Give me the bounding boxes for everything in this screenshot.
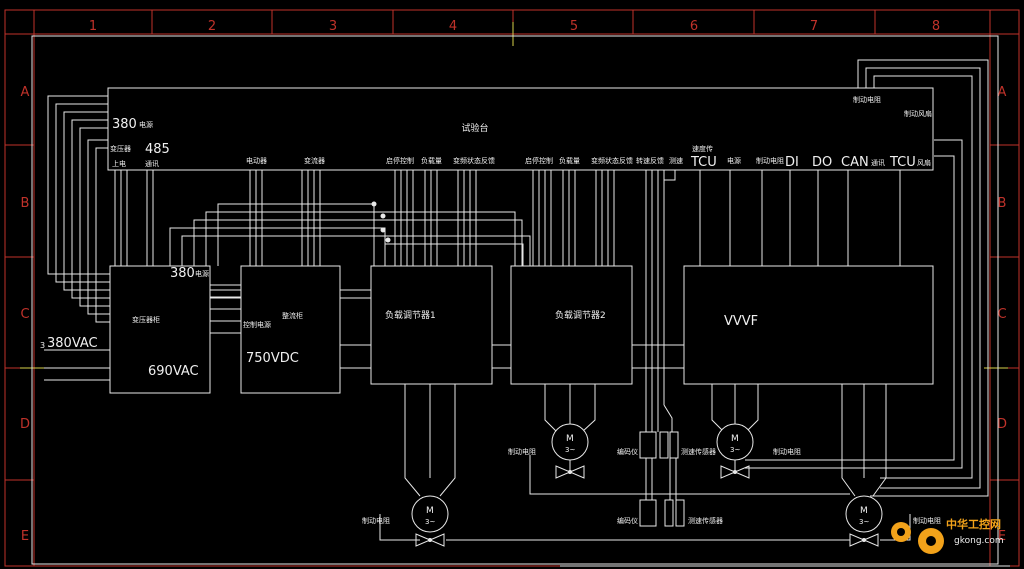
rectifier-title: 整流柜 [282, 311, 303, 320]
col-label: 6 [690, 19, 698, 34]
row-label: C [997, 307, 1006, 322]
motor-symbol: M [731, 434, 739, 444]
motor-3: M 3~ [411, 495, 449, 547]
transformer-title: 变压器柜 [132, 315, 160, 324]
row-label: A [21, 85, 30, 100]
power-380-suffix: 电源 [195, 269, 209, 278]
row-label: E [21, 529, 29, 544]
motor-2: M 3~ [716, 423, 754, 479]
input-voltage-label: 380VAC [47, 336, 98, 351]
load-regulator-1-title: 负载调节器1 [385, 309, 436, 321]
vvvf-unit: VVVF [683, 265, 934, 385]
label-load-2: 负载量 [559, 156, 580, 165]
motor-phase: 3~ [425, 518, 435, 526]
label-measure: 测速 [669, 157, 683, 165]
gear-icon [891, 522, 944, 554]
label-speed-sensor: 速度传 [692, 144, 713, 153]
test-bench: 试验台 380 电源 485 变压器 上电 通讯 电动器 变流器 启停控制 负载… [107, 87, 934, 171]
row-label: A [998, 85, 1007, 100]
label-380-suffix: 电源 [139, 120, 153, 129]
col-label: 7 [810, 19, 818, 34]
label-load-1: 负载量 [421, 156, 442, 165]
rectifier-cabinet: 整流柜 控制电源 750VDC [240, 265, 341, 394]
row-label: E [998, 529, 1006, 544]
row-label: B [21, 196, 30, 211]
label-tcu-1: TCU [690, 155, 717, 170]
transformer-cabinet: 变压器柜 690VAC [109, 265, 211, 394]
motor-1: M 3~ [551, 423, 589, 479]
row-label: D [997, 417, 1007, 432]
inner-border [31, 35, 999, 565]
row-label: C [20, 307, 29, 322]
rectifier-control-power: 控制电源 [243, 320, 271, 329]
label-transformer-small: 变压器 [110, 144, 131, 153]
brake-res-right: 制动电阻 [773, 447, 801, 456]
transformer-output-voltage: 690VAC [148, 364, 199, 379]
encoder-2: 编码仪 [617, 516, 638, 525]
label-tcu-2: TCU [889, 155, 916, 170]
motor-phase: 3~ [565, 446, 575, 454]
encoder-1: 编码仪 [617, 447, 638, 456]
label-brake-fan: 制动风扇 [904, 109, 932, 118]
label-tcu-2-suffix: 风扇 [917, 158, 931, 167]
motor-phase: 3~ [730, 446, 740, 454]
col-label: 4 [449, 19, 457, 34]
label-start-ctrl-1: 启停控制 [386, 156, 414, 165]
bottom-labels: 制动电阻 编码仪 测速传感器 制动电阻 制动电阻 编码仪 测速传感器 制动电阻 [362, 447, 941, 525]
power-380-label: 380 [170, 266, 195, 281]
drawing-frame [4, 9, 1020, 567]
input-voltage-prefix: 3 [40, 341, 45, 350]
col-label: 2 [208, 19, 216, 34]
label-can: CAN [841, 155, 869, 170]
motor-phase: 3~ [859, 518, 869, 526]
label-motor: 电动器 [246, 156, 267, 165]
label-brake-resistor: 制动电阻 [853, 95, 881, 104]
label-state-fb-2: 变频状态反馈 [591, 156, 633, 165]
col-label: 3 [329, 19, 337, 34]
fan-icon [555, 460, 585, 479]
watermark-url: gkong.com [954, 536, 1004, 546]
row-labels: A B C D E A B C D E [20, 85, 1007, 544]
label-converter: 变流器 [304, 156, 325, 165]
brake-res-left: 制动电阻 [508, 447, 536, 456]
label-485: 485 [145, 142, 170, 157]
speed-sensor-1: 测速传感器 [681, 447, 716, 456]
test-bench-title: 试验台 [461, 122, 488, 134]
label-di: DI [785, 155, 799, 170]
label-power: 电源 [727, 156, 741, 165]
watermark-cn: 中华工控网 [946, 517, 1001, 531]
column-labels: 1 2 3 4 5 6 7 8 [89, 19, 940, 34]
label-power-on: 上电 [112, 159, 126, 168]
brake-res-bottom-left: 制动电阻 [362, 516, 390, 525]
row-label: B [998, 196, 1007, 211]
label-speed-fb: 转速反馈 [636, 156, 664, 165]
load-regulator-2: 负载调节器2 [510, 265, 633, 385]
motor-symbol: M [426, 506, 434, 516]
label-380-power: 380 [112, 117, 137, 132]
label-start-ctrl-2: 启停控制 [525, 156, 553, 165]
col-label: 1 [89, 19, 97, 34]
load-regulator-2-title: 负载调节器2 [555, 309, 606, 321]
fan-icon [415, 533, 445, 547]
row-label: D [20, 417, 30, 432]
motor-symbol: M [566, 434, 574, 444]
fan-icon [720, 460, 750, 479]
label-comm: 通讯 [145, 159, 159, 168]
label-brake-res-top: 制动电阻 [756, 156, 784, 165]
rectifier-dc-voltage: 750VDC [246, 351, 299, 366]
vvvf-title: VVVF [724, 314, 758, 329]
label-can-suffix: 通讯 [871, 158, 885, 167]
motor-symbol: M [860, 506, 868, 516]
watermark: 中华工控网 gkong.com [891, 517, 1004, 554]
brake-res-bottom-right: 制动电阻 [913, 516, 941, 525]
load-regulator-1: 负载调节器1 [370, 265, 493, 385]
label-state-fb-1: 变频状态反馈 [453, 156, 495, 165]
col-label: 8 [932, 19, 940, 34]
label-do: DO [812, 155, 832, 170]
motor-4: M 3~ [845, 495, 883, 547]
col-label: 5 [570, 19, 578, 34]
speed-sensor-2: 测速传感器 [688, 516, 723, 525]
fan-icon [849, 533, 879, 547]
